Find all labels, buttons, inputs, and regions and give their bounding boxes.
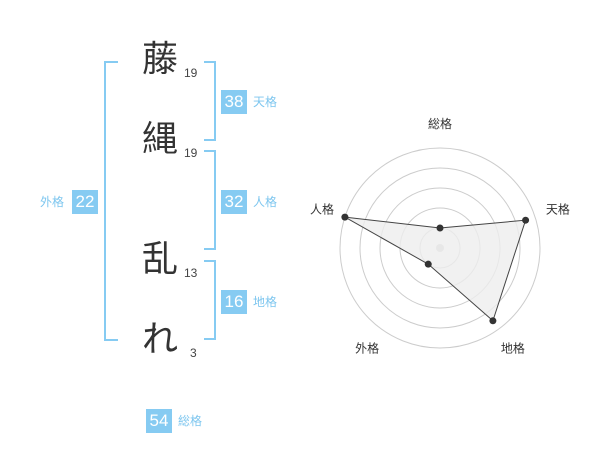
radar-axis-label: 外格 (355, 340, 379, 355)
gaikaku-value: 22 (72, 190, 98, 214)
radar-data-point (424, 260, 432, 268)
radar-data-point (436, 224, 444, 232)
radar-grid-ring (339, 147, 541, 349)
gaikaku-label: 外格 (40, 195, 65, 209)
stroke-count-1: 19 (184, 66, 198, 80)
name-char-4: れ (142, 319, 179, 360)
radar-data-polygon (344, 216, 527, 322)
stroke-count-4: 3 (190, 346, 197, 360)
soukaku-value: 54 (146, 409, 172, 433)
chikaku-label: 地格 (253, 295, 278, 309)
jinkaku-value: 32 (221, 190, 247, 214)
radar-axis-label: 地格 (501, 340, 525, 355)
soukaku-label: 総格 (178, 414, 203, 428)
radar-axis-label: 総格 (428, 116, 452, 131)
chikaku-value: 16 (221, 290, 247, 314)
radar-data-point (341, 213, 349, 221)
radar-data-point (489, 317, 497, 325)
gaikaku-bracket (104, 61, 118, 341)
chikaku-bracket (204, 260, 216, 340)
tenkaku-value: 38 (221, 90, 247, 114)
jinkaku-label: 人格 (253, 195, 278, 209)
name-char-3: 乱 (142, 239, 179, 280)
name-char-1: 藤 (142, 39, 179, 80)
jinkaku-bracket (204, 150, 216, 250)
name-char-2: 縄 (142, 119, 179, 160)
tenkaku-label: 天格 (253, 95, 278, 109)
tenkaku-bracket (204, 61, 216, 141)
stroke-count-3: 13 (184, 266, 198, 280)
radar-data-point (522, 216, 530, 224)
radar-grid-ring (359, 167, 521, 329)
radar-axis-label: 天格 (546, 202, 570, 217)
stroke-count-2: 19 (184, 146, 198, 160)
radar-axis-label: 人格 (310, 202, 334, 217)
